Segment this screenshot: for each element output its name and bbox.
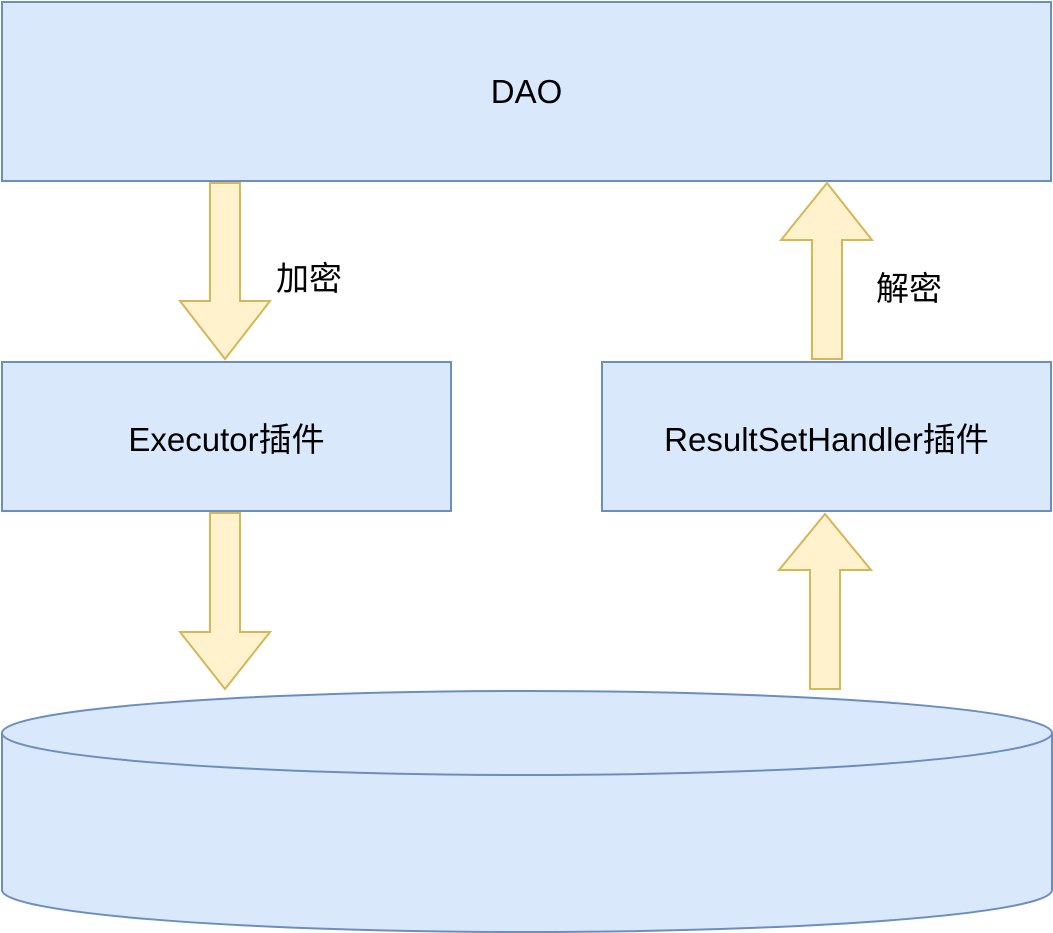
- arrow-up-from-database: [776, 512, 874, 690]
- executor-plugin-box: Executor插件: [1, 361, 452, 512]
- resultset-handler-plugin-label: ResultSetHandler插件: [664, 420, 989, 458]
- database-cylinder: [1, 690, 1053, 933]
- resultset-handler-plugin-box: ResultSetHandler插件: [601, 361, 1052, 512]
- database-cylinder-body: [1, 690, 1053, 933]
- arrow-down-to-database: [177, 512, 273, 691]
- arrow-down-encrypt: [177, 182, 273, 361]
- dao-label: DAO: [490, 72, 563, 110]
- encrypt-label: 加密: [276, 260, 342, 297]
- database-cylinder-top-rim: [1, 732, 1053, 776]
- dao-box: DAO: [1, 1, 1052, 182]
- arrow-up-decrypt: [778, 181, 875, 360]
- decrypt-label: 解密: [876, 270, 942, 307]
- executor-plugin-label: Executor插件: [128, 420, 325, 458]
